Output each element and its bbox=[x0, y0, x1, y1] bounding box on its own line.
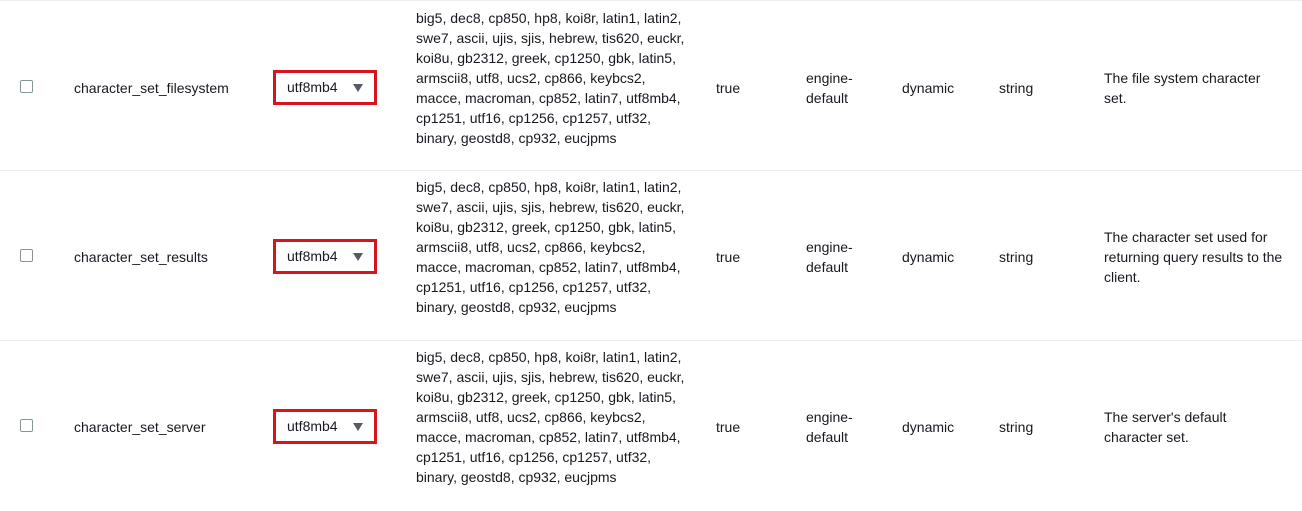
source: engine- default bbox=[806, 68, 853, 108]
source: engine- default bbox=[806, 407, 853, 447]
source-line: default bbox=[806, 259, 849, 275]
table-row: character_set_server utf8mb4 big5, dec8,… bbox=[0, 341, 1302, 511]
row-select-checkbox[interactable] bbox=[20, 249, 33, 262]
data-type: string bbox=[999, 249, 1034, 265]
value-select[interactable]: utf8mb4 bbox=[273, 239, 377, 274]
source-line: default bbox=[806, 429, 849, 445]
modifiable: true bbox=[716, 419, 741, 435]
apply-type: dynamic bbox=[902, 419, 955, 435]
value-select-label: utf8mb4 bbox=[287, 418, 338, 434]
table-row: character_set_filesystem utf8mb4 big5, d… bbox=[0, 1, 1302, 171]
allowed-values: big5, dec8, cp850, hp8, koi8r, latin1, l… bbox=[416, 179, 685, 315]
parameter-name: character_set_filesystem bbox=[74, 80, 229, 96]
apply-type: dynamic bbox=[902, 249, 955, 265]
caret-down-icon bbox=[353, 423, 363, 431]
parameter-name: character_set_server bbox=[74, 419, 206, 435]
value-select-label: utf8mb4 bbox=[287, 248, 338, 264]
description: The character set used for returning que… bbox=[1104, 229, 1283, 285]
allowed-values: big5, dec8, cp850, hp8, koi8r, latin1, l… bbox=[416, 349, 685, 485]
modifiable: true bbox=[716, 80, 741, 96]
row-select-checkbox[interactable] bbox=[20, 419, 33, 432]
value-select[interactable]: utf8mb4 bbox=[273, 409, 377, 444]
table-row: character_set_results utf8mb4 big5, dec8… bbox=[0, 171, 1302, 341]
source-line: engine- bbox=[806, 70, 853, 86]
caret-down-icon bbox=[353, 253, 363, 261]
source-line: engine- bbox=[806, 239, 853, 255]
parameter-name: character_set_results bbox=[74, 249, 208, 265]
apply-type: dynamic bbox=[902, 80, 955, 96]
allowed-values: big5, dec8, cp850, hp8, koi8r, latin1, l… bbox=[416, 10, 685, 146]
modifiable: true bbox=[716, 249, 741, 265]
source-line: engine- bbox=[806, 409, 853, 425]
data-type: string bbox=[999, 80, 1034, 96]
description: The file system character set. bbox=[1104, 70, 1261, 106]
source: engine- default bbox=[806, 237, 853, 277]
description: The server's default character set. bbox=[1104, 409, 1227, 445]
source-line: default bbox=[806, 90, 849, 106]
value-select-label: utf8mb4 bbox=[287, 79, 338, 95]
caret-down-icon bbox=[353, 84, 363, 92]
row-select-checkbox[interactable] bbox=[20, 80, 33, 93]
value-select[interactable]: utf8mb4 bbox=[273, 70, 377, 105]
data-type: string bbox=[999, 419, 1034, 435]
